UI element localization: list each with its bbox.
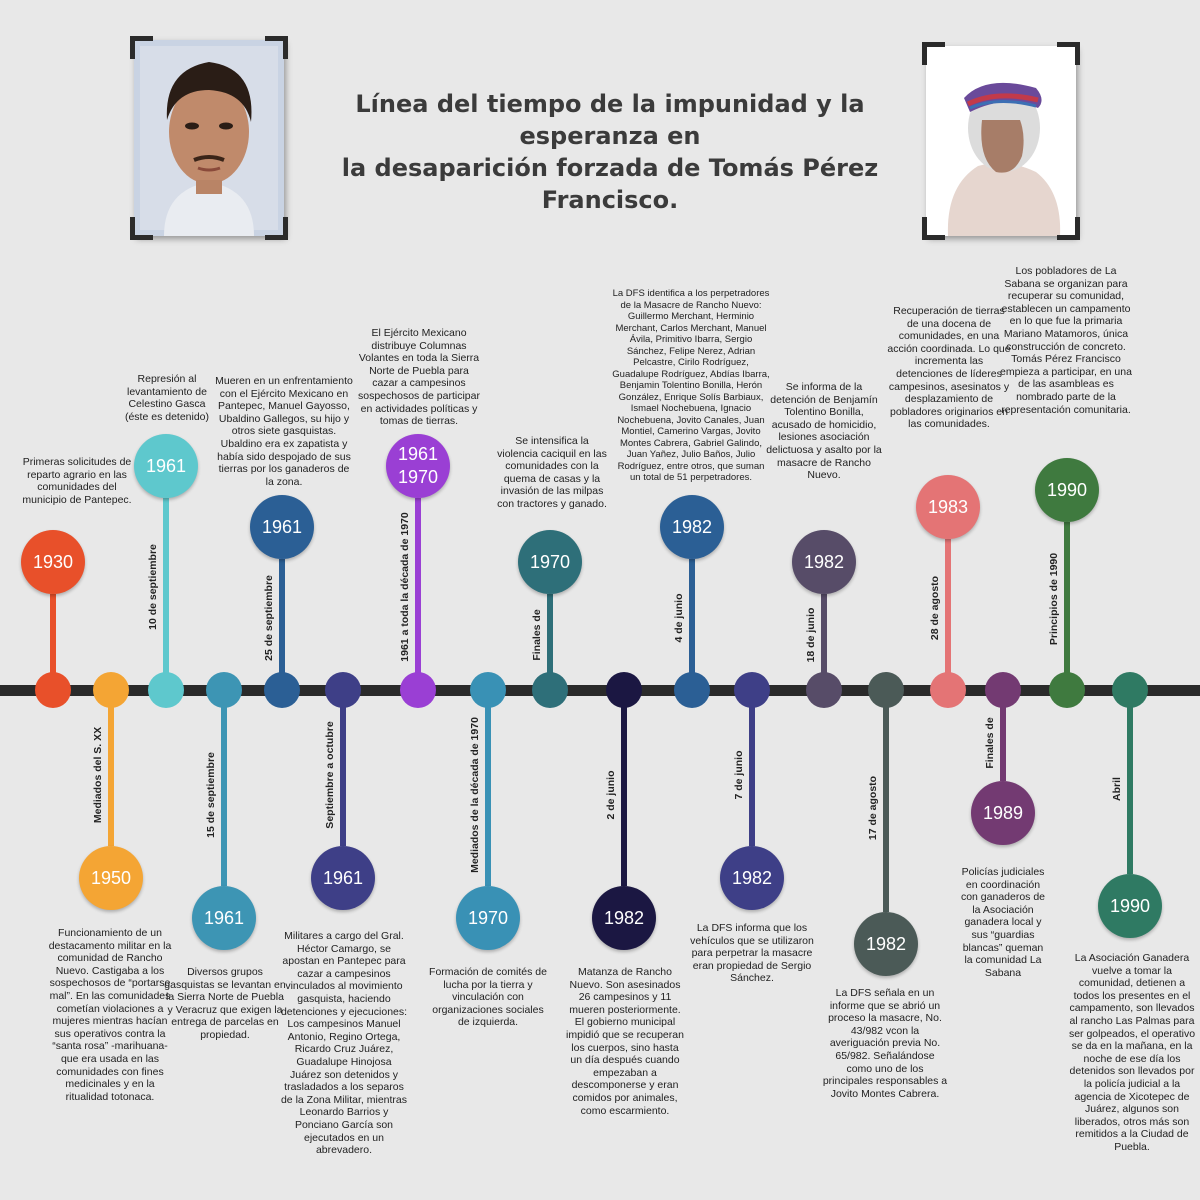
event-description: Los pobladores de La Sabana se organizan… (1000, 265, 1132, 416)
timeline-marker-dot (868, 672, 904, 708)
event-description: La DFS identifica a los perpetradores de… (612, 288, 770, 483)
elderly-woman-portrait-image (926, 46, 1076, 236)
year-badge: 1961 (250, 495, 314, 559)
year-badge: 1930 (21, 530, 85, 594)
event-date-label-text: 2 de junio (605, 770, 617, 820)
event-connector-line (621, 704, 627, 886)
title-line-2: la desaparición forzada de Tomás Pérez F… (341, 154, 879, 214)
event-date-label-text: Mediados del S. XX (92, 726, 104, 824)
event-connector-line (108, 704, 114, 846)
timeline-marker-dot (806, 672, 842, 708)
event-connector-line (279, 559, 285, 676)
event-date-label-text: Septiembre a octubre (324, 721, 336, 829)
year-badge: 1989 (971, 781, 1035, 845)
year-badge: 1982 (592, 886, 656, 950)
event-description: Matanza de Rancho Nuevo. Son asesinados … (566, 966, 684, 1117)
portrait-elderly-woman-photo (922, 42, 1080, 240)
timeline-axis (0, 685, 1200, 696)
event-connector-line (945, 539, 951, 676)
timeline-marker-dot (1049, 672, 1085, 708)
event-connector-line (547, 594, 553, 676)
timeline-marker-dot (1112, 672, 1148, 708)
event-description: Primeras solicitudes de reparto agrario … (22, 456, 132, 506)
event-connector-line (1000, 704, 1006, 781)
event-date-label-text: Finales de (531, 609, 543, 661)
title-line-1: Línea del tiempo de la impunidad y la es… (355, 90, 865, 150)
timeline-marker-dot (930, 672, 966, 708)
timeline-marker-dot (532, 672, 568, 708)
timeline-marker-dot (606, 672, 642, 708)
timeline-marker-dot (674, 672, 710, 708)
event-date-label-text: 4 de junio (673, 592, 685, 643)
year-badge: 1990 (1098, 874, 1162, 938)
year-badge: 1961 (192, 886, 256, 950)
timeline-marker-dot (93, 672, 129, 708)
year-badge: 1982 (720, 846, 784, 910)
event-description: Se intensifica la violencia caciquil en … (497, 435, 607, 510)
year-badge: 1961 (311, 846, 375, 910)
event-description: Policías judiciales en coordinación con … (960, 866, 1046, 979)
event-connector-line (415, 498, 421, 676)
event-description: Se informa de la detención de Benjamín T… (766, 381, 882, 482)
timeline-marker-dot (734, 672, 770, 708)
event-connector-line (221, 704, 227, 886)
timeline-marker-dot (470, 672, 506, 708)
timeline-marker-dot (985, 672, 1021, 708)
event-connector-line (883, 704, 889, 912)
event-date-label-text: 10 de septiembre (147, 544, 159, 630)
timeline-marker-dot (35, 672, 71, 708)
event-description: El Ejército Mexicano distribuye Columnas… (358, 327, 480, 428)
event-date-label-text: 17 de agosto (867, 775, 879, 841)
event-date-label-text: 15 de septiembre (205, 752, 217, 838)
event-date-label-text: 28 de agosto (929, 575, 941, 640)
event-date-label-text: Abril (1111, 777, 1123, 801)
year-badge: 1970 (456, 886, 520, 950)
event-date-label-text: Mediados de la década de 1970 (469, 717, 481, 873)
event-connector-line (1064, 522, 1070, 676)
event-date-label-text: Finales de (984, 716, 996, 769)
page-title: Línea del tiempo de la impunidad y la es… (300, 88, 920, 216)
event-description: Formación de comités de lucha por la tie… (429, 966, 547, 1029)
event-connector-line (50, 594, 56, 676)
event-description: La Asociación Ganadera vuelve a tomar la… (1068, 952, 1196, 1153)
young-man-portrait-image (134, 40, 284, 236)
year-badge: 1982 (854, 912, 918, 976)
year-badge: 1990 (1035, 458, 1099, 522)
event-connector-line (1127, 704, 1133, 874)
event-description: Represión al levantamiento de Celestino … (124, 373, 210, 423)
year-badge: 1961 1970 (386, 434, 450, 498)
year-badge: 1970 (518, 530, 582, 594)
event-description: La DFS informa que los vehículos que se … (690, 922, 814, 985)
event-connector-line (163, 498, 169, 676)
event-description: Mueren en un enfrentamiento con el Ejérc… (215, 375, 353, 488)
event-connector-line (821, 594, 827, 676)
year-badge: 1950 (79, 846, 143, 910)
portrait-young-man-photo (130, 36, 288, 240)
event-description: Recuperación de tierras de una docena de… (887, 305, 1011, 431)
event-description: Militares a cargo del Gral. Héctor Camar… (280, 930, 408, 1157)
event-date-label-text: Principios de 1990 (1048, 552, 1060, 646)
timeline-marker-dot (264, 672, 300, 708)
event-connector-line (340, 704, 346, 846)
event-description: Funcionamiento de un destacamento milita… (48, 927, 172, 1103)
timeline-marker-dot (325, 672, 361, 708)
event-date-label-text: 18 de junio (805, 607, 817, 663)
timeline-marker-dot (400, 672, 436, 708)
event-connector-line (749, 704, 755, 846)
timeline-marker-dot (206, 672, 242, 708)
event-connector-line (689, 559, 695, 676)
year-badge: 1961 (134, 434, 198, 498)
event-date-label-text: 7 de junio (733, 750, 745, 800)
timeline-marker-dot (148, 672, 184, 708)
event-date-label-text: 1961 a toda la década de 1970 (399, 512, 411, 662)
event-date-label-text: 25 de septiembre (263, 574, 275, 661)
year-badge: 1982 (660, 495, 724, 559)
year-badge: 1982 (792, 530, 856, 594)
event-description: La DFS señala en un informe que se abrió… (822, 987, 948, 1100)
event-description: Diversos grupos gasquistas se levantan e… (164, 966, 286, 1041)
year-badge: 1983 (916, 475, 980, 539)
event-connector-line (485, 704, 491, 886)
